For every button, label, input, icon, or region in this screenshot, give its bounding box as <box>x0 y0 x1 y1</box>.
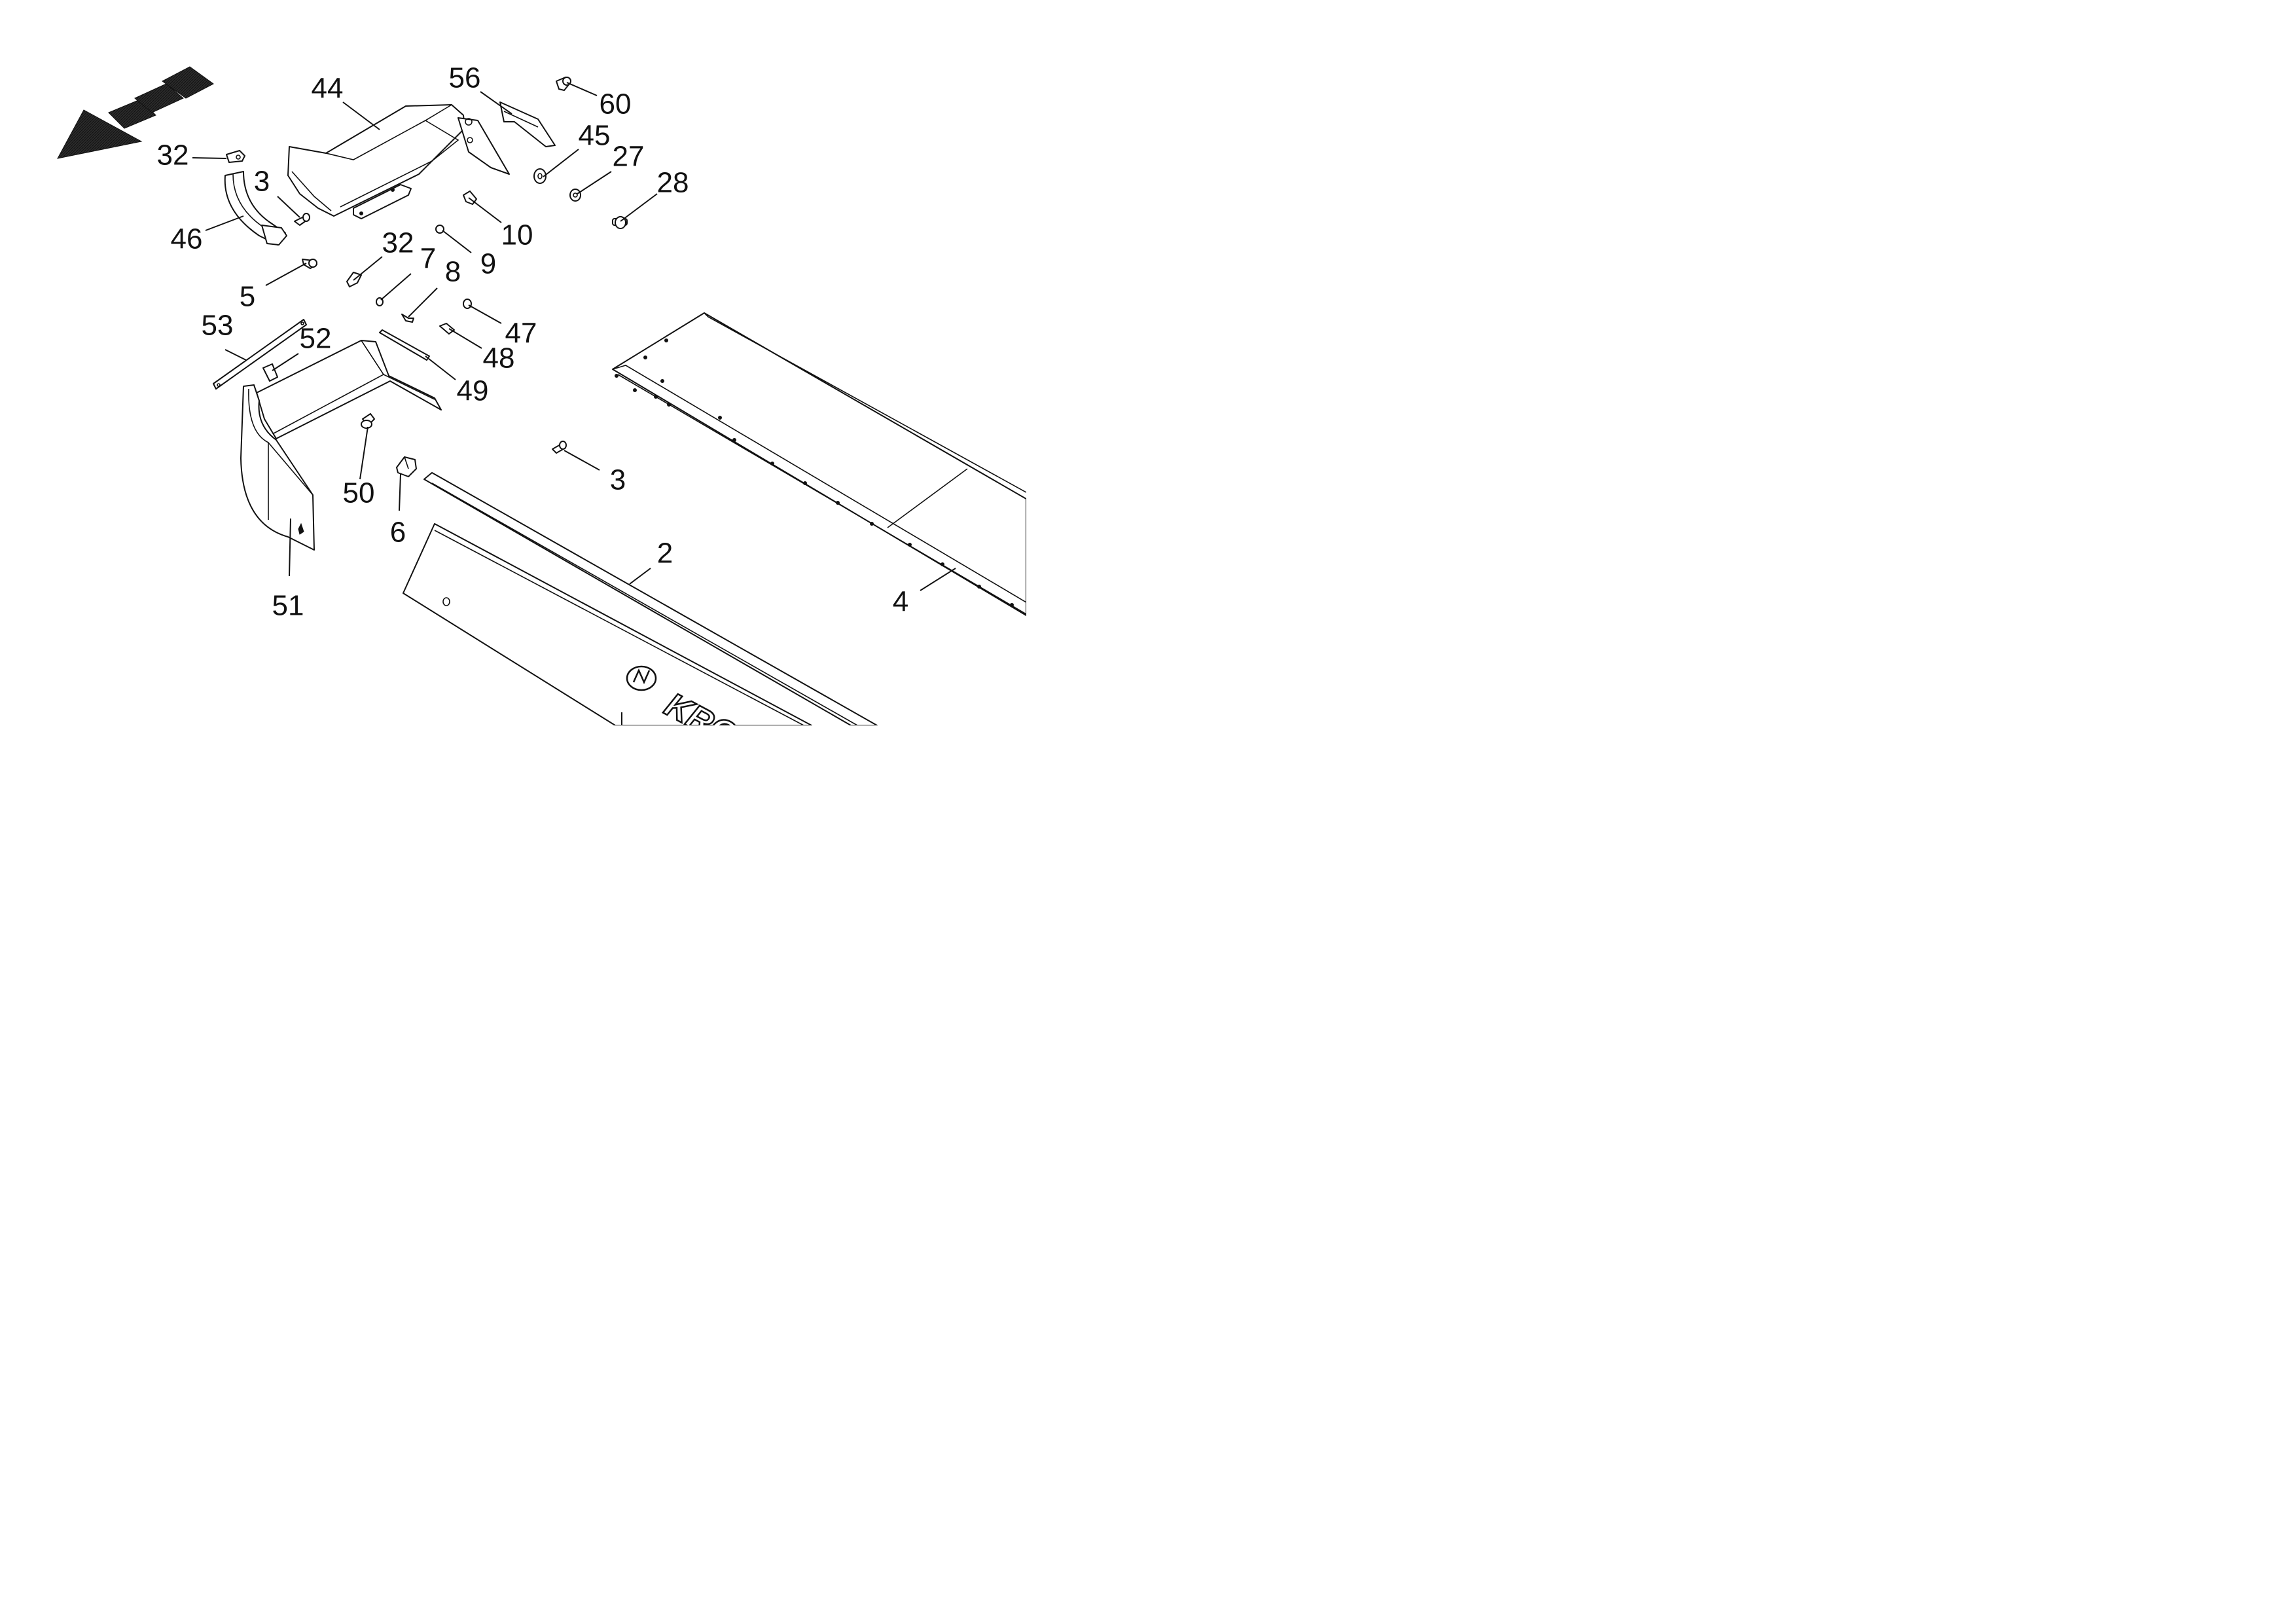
part-51-lower-cover <box>240 384 315 551</box>
callout-45: 45 <box>579 120 611 152</box>
callout-3-lower: 3 <box>610 464 626 496</box>
callout-8: 8 <box>445 256 461 288</box>
callout-46: 46 <box>171 223 203 255</box>
callout-3-top: 3 <box>254 166 270 198</box>
part-32-clip-top <box>226 150 245 163</box>
part-5-pin <box>302 259 317 269</box>
callout-28: 28 <box>657 167 689 199</box>
part-44-upper-guard <box>287 104 510 219</box>
part-lower-guard-body <box>256 340 442 439</box>
callout-27: 27 <box>613 141 645 173</box>
callout-32-middle: 32 <box>382 227 414 259</box>
callout-9: 9 <box>480 248 496 280</box>
callout-53: 53 <box>202 310 234 342</box>
exploded-parts-diagram: KRO 44 56 60 45 <box>57 62 1026 725</box>
part-56-plate <box>499 101 556 147</box>
logo-emblem-icon <box>626 665 657 691</box>
part-50-bolt <box>361 413 375 429</box>
part-46-curved-cover <box>224 171 287 246</box>
callout-44: 44 <box>312 73 344 105</box>
callout-2: 2 <box>657 538 673 570</box>
part-2-long-cover <box>403 472 878 725</box>
callout-50: 50 <box>343 477 375 509</box>
part-3-bolt-top <box>294 213 310 226</box>
callout-51: 51 <box>272 590 304 622</box>
part-52-small-plate <box>262 363 278 382</box>
part-53-strip <box>213 319 307 390</box>
part-48-link <box>439 323 455 335</box>
callout-49: 49 <box>457 375 489 407</box>
direction-arrow-icon <box>57 66 214 159</box>
part-27-washer <box>569 189 581 202</box>
part-60-bolt <box>556 77 571 91</box>
part-3-bolt-lower <box>552 441 567 454</box>
part-8-screw <box>401 314 414 323</box>
callout-52: 52 <box>300 323 332 355</box>
part-47-nut <box>463 299 472 309</box>
callout-47: 47 <box>505 318 537 350</box>
part-9-nut <box>435 225 444 234</box>
callout-48: 48 <box>483 342 515 374</box>
callout-6: 6 <box>390 517 406 549</box>
callout-32-top: 32 <box>157 139 189 172</box>
callout-10: 10 <box>501 219 533 251</box>
callout-7: 7 <box>420 243 436 275</box>
part-6-bracket <box>396 456 417 477</box>
part-4-beam <box>612 312 1026 616</box>
leader-lines <box>192 82 956 591</box>
part-49-rod <box>379 329 430 361</box>
callout-56: 56 <box>449 62 481 94</box>
callout-60: 60 <box>600 88 632 120</box>
part-45-washer <box>533 168 547 184</box>
callout-5: 5 <box>240 281 255 313</box>
callout-labels: 44 56 60 45 27 28 32 3 46 10 9 32 7 8 5 … <box>157 62 909 622</box>
callout-4: 4 <box>893 586 908 618</box>
